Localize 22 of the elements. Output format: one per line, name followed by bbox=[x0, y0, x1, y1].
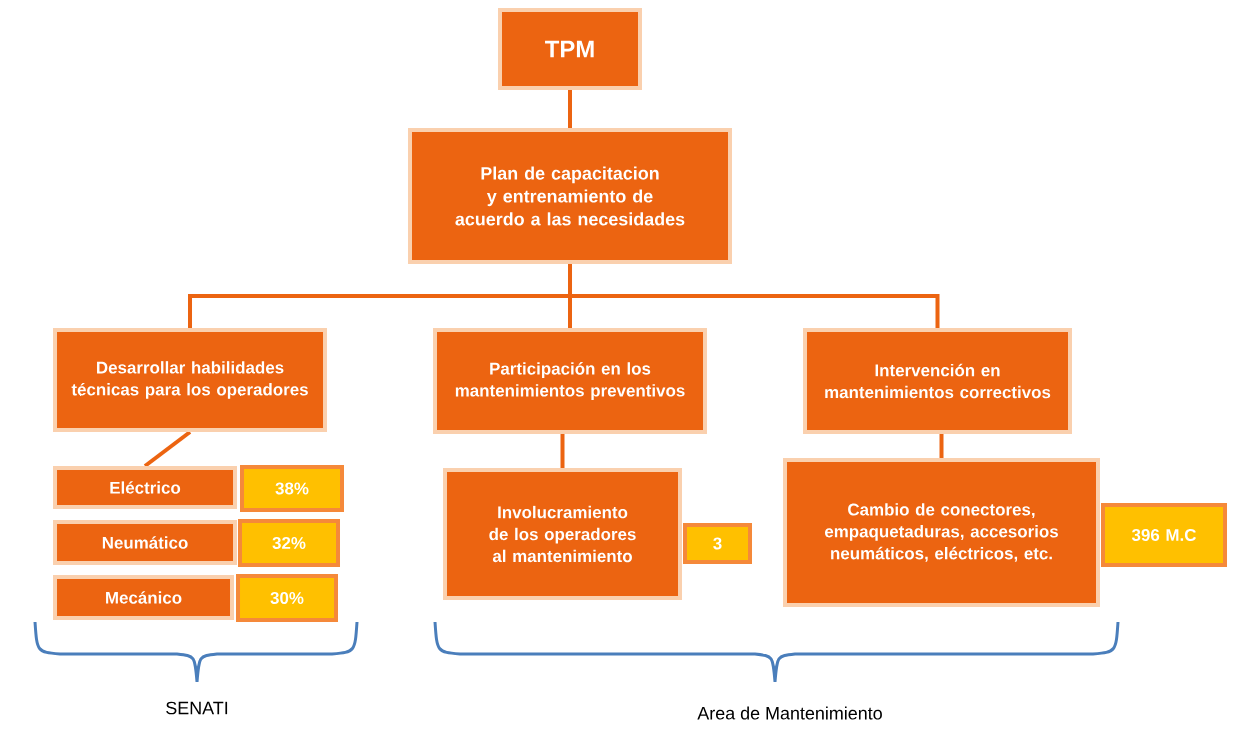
process-box: Cambio de conectores, empaquetaduras, accesorios neumáticos, eléctricos, etc. bbox=[783, 458, 1100, 607]
process-box: Plan de capacitacion y entrenamiento de acuerdo a las necesidades bbox=[408, 128, 732, 264]
value-box: 30% bbox=[236, 574, 338, 622]
process-box: Eléctrico bbox=[53, 466, 237, 509]
process-box: Desarrollar habilidades técnicas para los operadores bbox=[53, 328, 327, 432]
process-box: Mecánico bbox=[53, 575, 234, 620]
connector-line bbox=[568, 264, 940, 328]
group-label: SENATI bbox=[166, 701, 228, 715]
process-box: Involucramiento de los operadores al mantenimiento bbox=[443, 468, 682, 600]
value-box: 396 M.C bbox=[1101, 503, 1227, 567]
connector-line bbox=[939, 434, 944, 458]
value-box: 38% bbox=[240, 465, 344, 512]
connector-line bbox=[143, 430, 192, 468]
process-box: TPM bbox=[498, 8, 642, 90]
connector-line bbox=[560, 434, 565, 468]
process-box: Intervención en mantenimientos correctivos bbox=[803, 328, 1072, 434]
value-box: 3 bbox=[683, 523, 752, 564]
value-box: 32% bbox=[238, 519, 340, 567]
process-box: Neumático bbox=[53, 520, 237, 565]
group-label: Area de Mantenimiento bbox=[697, 706, 882, 720]
process-box: Participación en los mantenimientos preventivos bbox=[433, 328, 707, 434]
connector-line bbox=[568, 90, 572, 128]
